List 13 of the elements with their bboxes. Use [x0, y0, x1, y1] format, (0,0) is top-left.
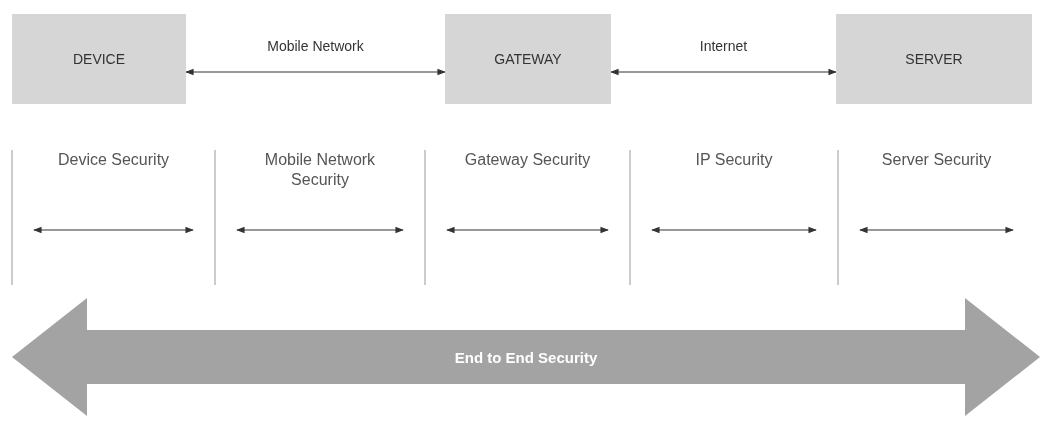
component-box: SERVER: [836, 14, 1032, 104]
segment-label: Mobile Network Security: [263, 150, 377, 190]
segment-label: IP Security: [694, 150, 774, 170]
segment-label: Server Security: [880, 150, 993, 170]
component-box: GATEWAY: [445, 14, 611, 104]
band-label: End to End Security: [454, 348, 598, 366]
double-arrow: [185, 68, 446, 76]
segment-label: Device Security: [56, 150, 171, 170]
double-arrow: [610, 68, 837, 76]
segment-label: Gateway Security: [463, 150, 592, 170]
edge-label: Mobile Network: [265, 38, 366, 54]
component-box: DEVICE: [12, 14, 186, 104]
double-arrow-band: [12, 298, 1040, 416]
